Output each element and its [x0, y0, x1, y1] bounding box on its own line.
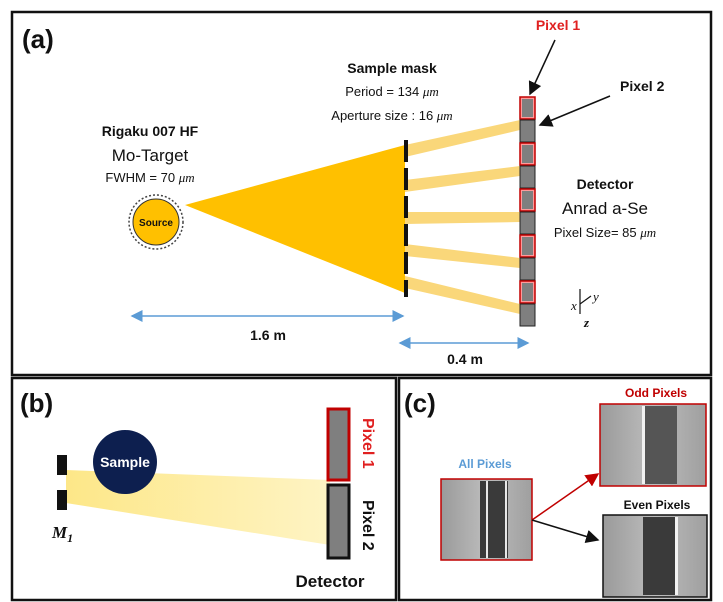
- pixel-even: [519, 211, 536, 235]
- odd-arrow: [531, 473, 600, 521]
- panel-b-border: [10, 376, 398, 602]
- beamlet-1: [405, 120, 520, 157]
- pixel-2-block: [326, 483, 351, 560]
- mask-m1-top: [57, 455, 67, 475]
- detector-column: [519, 96, 536, 327]
- mask-title: Sample mask: [347, 60, 437, 76]
- all-pixels-label: All Pixels: [458, 457, 512, 471]
- even-arrow: [531, 519, 600, 543]
- panel-a-label: (a): [22, 24, 54, 54]
- beam-cone: [185, 145, 405, 293]
- source-target: Mo-Target: [112, 146, 189, 165]
- even-pixels-image: [602, 514, 708, 598]
- beamlet-3: [405, 212, 520, 224]
- source-glow: [128, 194, 184, 250]
- pixel-even: [519, 257, 536, 281]
- mask-m1-label: M1: [51, 523, 73, 545]
- pixel-even: [519, 119, 536, 143]
- pixel-2-label: Pixel 2: [620, 78, 665, 94]
- odd-pixels-edge-line: [642, 406, 645, 484]
- pixel-2-arrow: [538, 95, 611, 127]
- panel-b-label: (b): [20, 388, 53, 418]
- detector-label-b: Detector: [296, 572, 365, 591]
- even-pixels-edge-line: [675, 517, 678, 595]
- axis-y-label: y: [591, 289, 599, 304]
- pixel-odd-core: [522, 283, 533, 301]
- distance-2-label: 0.4 m: [447, 351, 483, 367]
- pixel-1-label: Pixel 1: [536, 17, 581, 33]
- beamlet-4: [405, 244, 520, 268]
- source-core: [132, 198, 180, 246]
- panel-c: (c) All Pixels Odd Pixels Even Pixels: [397, 376, 713, 602]
- distance-1-label: 1.6 m: [250, 327, 286, 343]
- source-name: Rigaku 007 HF: [102, 123, 199, 139]
- source-fwhm: FWHM = 70 μm: [105, 170, 194, 185]
- pixel-odd-core: [522, 191, 533, 209]
- pixel-1-block: [326, 407, 351, 482]
- odd-pixels-image: [599, 403, 707, 487]
- beamlet-2: [405, 166, 520, 192]
- sample-disk: [93, 430, 157, 494]
- panel-a-border: [10, 10, 713, 377]
- all-pixels-edge-line: [486, 481, 488, 558]
- pixel-even: [519, 165, 536, 189]
- detector-model: Anrad a-Se: [562, 199, 648, 218]
- odd-pixels-dark-band: [645, 406, 677, 484]
- even-pixels-dark-band: [643, 517, 675, 595]
- axis-z-label: z: [583, 315, 590, 330]
- panel-a: (a) Source Rigaku 007 HF Mo-Target FWHM …: [10, 10, 713, 377]
- panel-c-border: [397, 376, 713, 602]
- pixel-odd-core: [522, 99, 533, 117]
- detector-title: Detector: [577, 176, 634, 192]
- even-pixels-label: Even Pixels: [624, 498, 691, 512]
- all-pixels-edge-line: [505, 481, 507, 558]
- pixel-odd-core: [522, 237, 533, 255]
- odd-pixels-label: Odd Pixels: [625, 386, 687, 400]
- detector-pixel-size: Pixel Size= 85 μm: [554, 225, 656, 240]
- all-pixels-dark-band: [480, 481, 508, 558]
- pixel-2-vertical-label: Pixel 2: [359, 500, 376, 551]
- mask-aperture: Aperture size : 16 μm: [331, 108, 452, 123]
- pixel-1-arrow: [528, 39, 556, 96]
- mask-m1-bottom: [57, 490, 67, 510]
- mask-period: Period = 134 μm: [345, 84, 439, 99]
- source-bubble-label: Source: [139, 218, 173, 229]
- pixel-1-vertical-label: Pixel 1: [359, 418, 376, 469]
- all-pixels-image: [440, 478, 533, 561]
- beamlets: [405, 120, 520, 314]
- sample-label: Sample: [100, 454, 150, 470]
- source-bubble: Source: [128, 194, 184, 250]
- pixel-odd-core: [522, 145, 533, 163]
- pixel-even: [519, 303, 536, 327]
- panel-b: (b) Sample M1 Pixel 1 Pixel 2 Detector: [10, 376, 398, 602]
- diag-axis-arrow: [579, 295, 592, 305]
- axes-indicator: x y z: [570, 289, 599, 330]
- axis-x-label: x: [570, 298, 577, 313]
- panel-c-label: (c): [404, 388, 436, 418]
- beamlet-5: [405, 276, 520, 314]
